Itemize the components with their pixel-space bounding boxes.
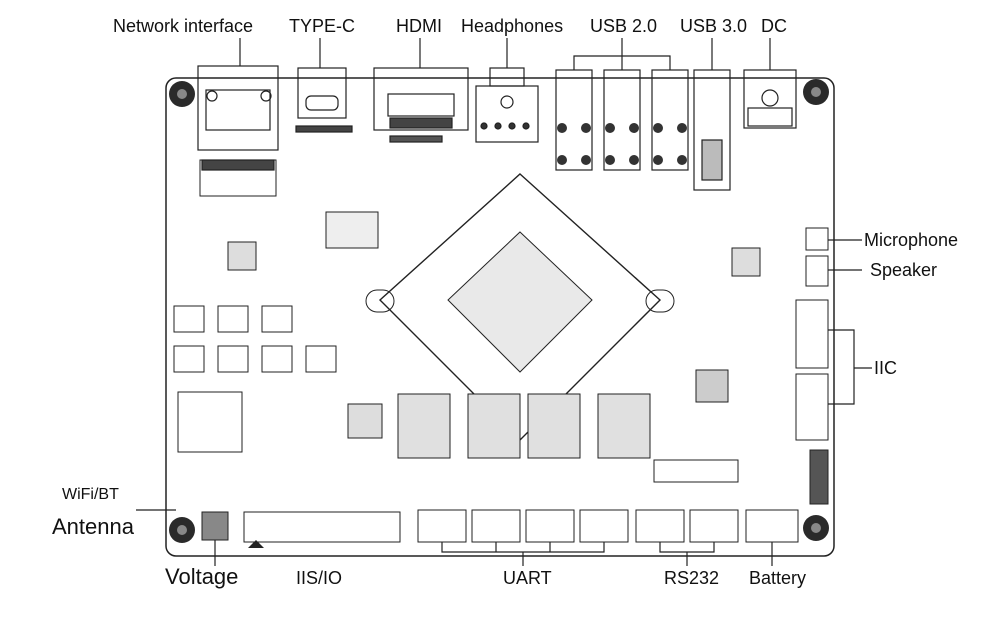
label-headphones: Headphones [461, 16, 564, 36]
label-wifi-bt: WiFi/BT [62, 486, 119, 503]
label-type-c: TYPE-C [289, 16, 356, 36]
mounting-holes [169, 79, 829, 543]
label-uart: UART [503, 568, 552, 588]
right-connectors [795, 227, 829, 441]
headphones-jack [475, 67, 539, 143]
label-voltage: Voltage [165, 564, 239, 589]
memory-chips [397, 393, 651, 459]
label-iic: IIC [874, 358, 898, 378]
label-rs232: RS232 [664, 568, 720, 588]
typec-port [295, 67, 353, 133]
components [177, 159, 829, 543]
tactile-buttons [173, 305, 337, 373]
label-network-interface: Network interface [113, 16, 254, 36]
label-hdmi: HDMI [396, 16, 442, 36]
label-microphone: Microphone [864, 230, 959, 250]
leader-lines [136, 38, 872, 566]
label-antenna: Antenna [52, 514, 134, 539]
label-dc: DC [761, 16, 787, 36]
hdmi-port [373, 67, 469, 143]
label-iis-io: IIS/IO [296, 568, 343, 588]
pin1-marker [248, 540, 264, 548]
label-usb2: USB 2.0 [590, 16, 658, 36]
label-battery: Battery [749, 568, 807, 588]
label-speaker: Speaker [870, 260, 938, 280]
label-usb3: USB 3.0 [680, 16, 748, 36]
